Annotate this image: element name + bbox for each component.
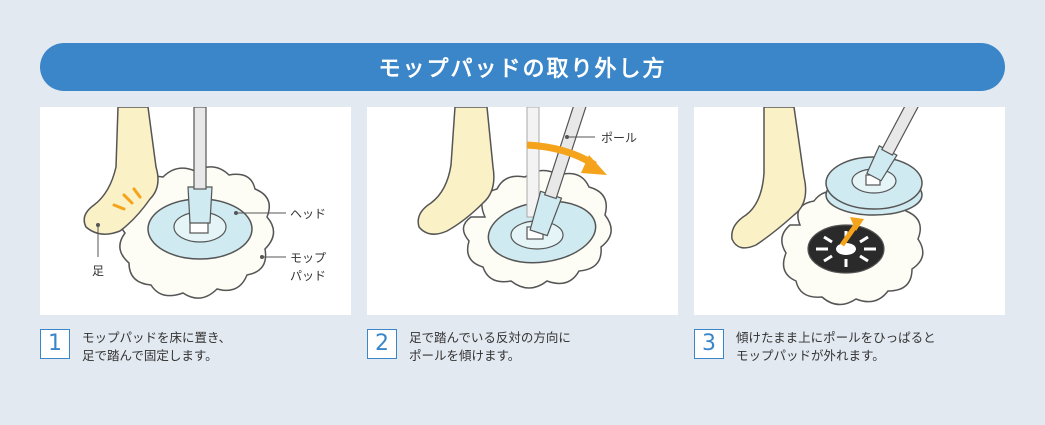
- up-arrow: [850, 217, 864, 231]
- step-1-line-2: 足で踏んで固定します。: [82, 348, 218, 363]
- foot-label: 足: [92, 264, 104, 278]
- illustration-panel-2: ポール: [367, 107, 678, 315]
- step-3-line-2: モップパッドが外れます。: [736, 348, 885, 363]
- step-number-2: 2: [367, 329, 397, 359]
- head-label: ヘッド: [290, 207, 326, 221]
- step-2: 2 足で踏んでいる反対の方向に ポールを傾けます。: [367, 329, 571, 365]
- foot: [731, 107, 807, 249]
- pad-label-line2: パッド: [290, 269, 326, 283]
- step-2-illustration: ポール: [417, 107, 637, 289]
- page-title: モップパッドの取り外し方: [378, 57, 667, 82]
- foot: [417, 107, 495, 235]
- pad-label-line1: モップ: [290, 251, 326, 265]
- step-3-line-1: 傾けたまま上にポールをひっぱると: [736, 330, 936, 345]
- step-3-illustration: [731, 107, 924, 306]
- step-3-description: 傾けたまま上にポールをひっぱると モップパッドが外れます。: [736, 329, 936, 365]
- step-number-3: 3: [694, 329, 724, 359]
- mop-pole: [881, 107, 923, 156]
- illustration-panel-3: [694, 107, 1005, 315]
- foot: [83, 107, 159, 235]
- step-2-description: 足で踏んでいる反対の方向に ポールを傾けます。: [409, 329, 571, 365]
- mop-pole: [543, 107, 591, 200]
- step-1-description: モップパッドを床に置き、 足で踏んで固定します。: [82, 329, 231, 365]
- mop-pole: [193, 107, 207, 190]
- pole-label: ポール: [601, 131, 637, 145]
- step-2-line-2: ポールを傾けます。: [409, 348, 521, 363]
- direction-arrow: [581, 155, 607, 175]
- illustration-panel-1: 足 ヘッド モップ パッド: [40, 107, 351, 315]
- step-1: 1 モップパッドを床に置き、 足で踏んで固定します。: [40, 329, 231, 365]
- step-1-illustration: 足 ヘッド モップ パッド: [83, 107, 326, 299]
- step-3: 3 傾けたまま上にポールをひっぱると モップパッドが外れます。: [694, 329, 936, 365]
- step-2-line-1: 足で踏んでいる反対の方向に: [409, 330, 571, 345]
- title-banner: モップパッドの取り外し方: [40, 43, 1005, 91]
- step-number-1: 1: [40, 329, 70, 359]
- step-1-line-1: モップパッドを床に置き、: [82, 330, 232, 345]
